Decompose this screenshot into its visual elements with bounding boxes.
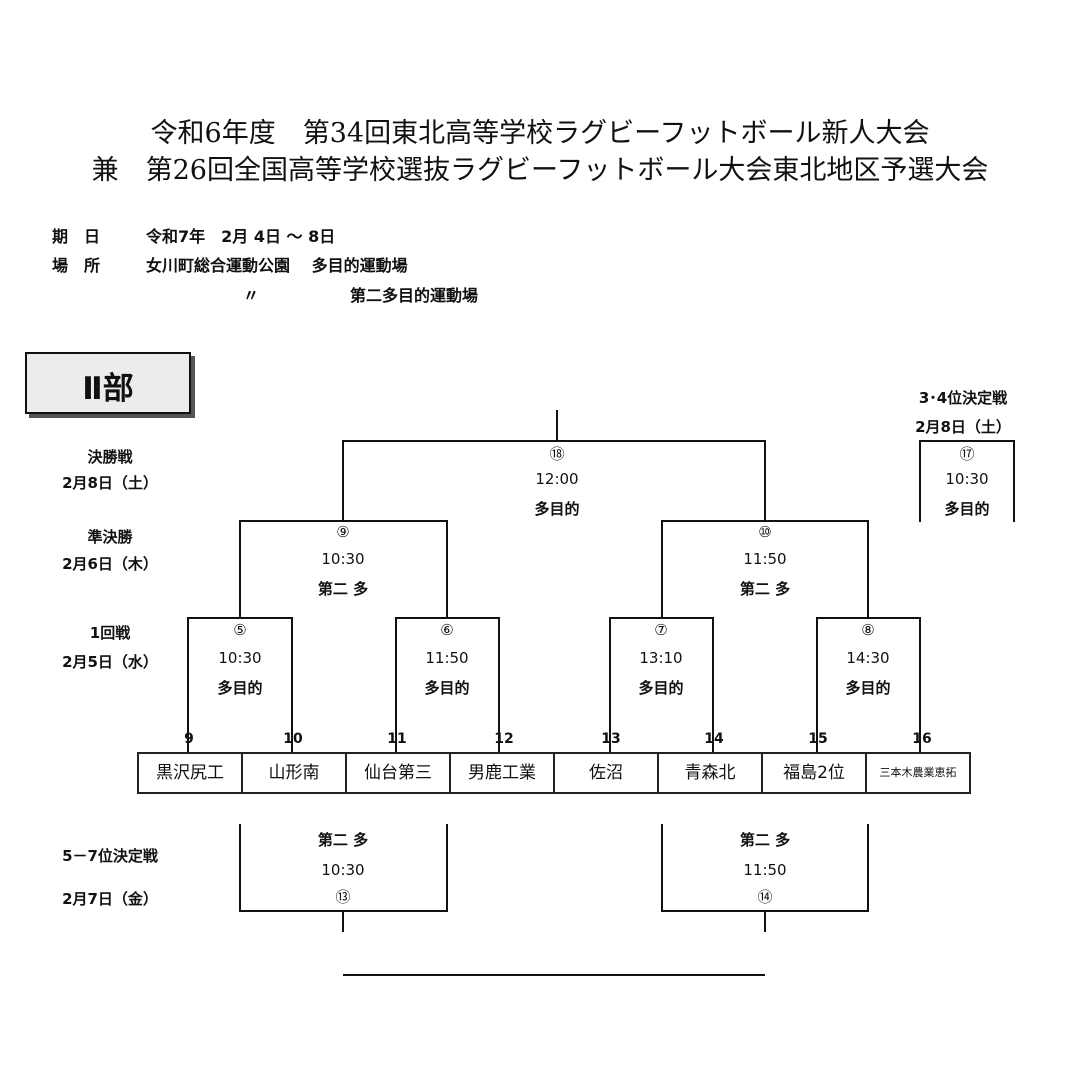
game-18-number: ⑱ — [549, 445, 565, 463]
game-8-time: 14:30 — [846, 649, 890, 667]
placing34-round-date: 2月8日（土） — [915, 418, 1011, 436]
seed-number: 9 — [184, 731, 194, 747]
team-cell: 三本木農業恵拓 — [879, 766, 957, 779]
game-6-number: ⑥ — [440, 621, 454, 639]
game-17-venue: 多目的 — [944, 500, 990, 518]
team-cell: 男鹿工業 — [451, 754, 555, 792]
seed-number: 10 — [283, 731, 303, 747]
game-13-number: ⑬ — [335, 888, 351, 906]
game-8-number: ⑧ — [861, 621, 875, 639]
game-8-venue: 多目的 — [845, 679, 891, 697]
venue-ditto: 〃 — [243, 286, 260, 305]
team-cell: 仙台第三 — [347, 754, 451, 792]
semi-9-bracket — [239, 520, 448, 618]
game-8-bracket — [816, 617, 921, 752]
game-13-time: 10:30 — [321, 861, 365, 879]
team-cell: 青森北 — [659, 754, 763, 792]
seed-number: 16 — [912, 731, 932, 747]
title-line-2: 兼 第26回全国高等学校選抜ラグビーフットボール大会東北地区予選大会 — [91, 155, 989, 186]
team-cell: 山形南 — [243, 754, 347, 792]
game-6-bracket — [395, 617, 500, 752]
game-13-venue: 第二 多 — [317, 831, 369, 849]
game-10-venue: 第二 多 — [739, 580, 791, 598]
seed-number: 14 — [704, 731, 724, 747]
game-7-venue: 多目的 — [638, 679, 684, 697]
game-10-number: ⑩ — [758, 523, 772, 541]
game-6-time: 11:50 — [425, 649, 469, 667]
game-18-venue: 多目的 — [534, 500, 580, 518]
game-14-time: 11:50 — [743, 861, 787, 879]
team-cell: 黒沢尻工 — [139, 754, 243, 792]
semi-10-bracket — [661, 520, 869, 618]
game-6-venue: 多目的 — [424, 679, 470, 697]
division-label: Ⅱ部 — [82, 371, 134, 407]
game-9-venue: 第二 多 — [317, 580, 369, 598]
game-5-number: ⑤ — [233, 621, 247, 639]
seed-number: 15 — [808, 731, 828, 747]
game-7-bracket — [609, 617, 714, 752]
final-round-date: 2月8日（土） — [62, 474, 158, 492]
venue-value-2: 第二多目的運動場 — [350, 286, 479, 305]
game-5-bracket — [187, 617, 293, 752]
seed-number: 13 — [601, 731, 621, 747]
game-10-time: 11:50 — [743, 550, 787, 568]
seed-number: 11 — [387, 731, 407, 747]
team-cell: 福島2位 — [763, 754, 867, 792]
game-5-venue: 多目的 — [217, 679, 263, 697]
team-row: 黒沢尻工 山形南 仙台第三 男鹿工業 佐沼 青森北 福島2位 三本木農業恵拓 — [137, 752, 971, 794]
date-label: 期 日 — [52, 227, 101, 246]
seed-number: 12 — [494, 731, 514, 747]
game-17-number: ⑰ — [959, 445, 975, 463]
game-5-time: 10:30 — [218, 649, 262, 667]
venue-label: 場 所 — [52, 256, 101, 275]
game-14-number: ⑭ — [757, 888, 773, 906]
placing34-round-name: 3･4位決定戦 — [918, 389, 1008, 407]
game-17-time: 10:30 — [945, 470, 989, 488]
venue-value: 女川町総合運動公園 多目的運動場 — [146, 256, 408, 275]
game-9-time: 10:30 — [321, 550, 365, 568]
placing57-round-name: 5－7位決定戦 — [62, 847, 158, 865]
semi-round-date: 2月6日（木） — [62, 555, 158, 573]
team-cell: 佐沼 — [555, 754, 659, 792]
title-line-1: 令和6年度 第34回東北高等学校ラグビーフットボール新人大会 — [150, 118, 930, 149]
game-9-number: ⑨ — [336, 523, 350, 541]
semi-round-name: 準決勝 — [87, 528, 133, 546]
placing57-round-date: 2月7日（金） — [62, 890, 158, 908]
game-17-bracket — [919, 440, 1015, 522]
first-round-date: 2月5日（水） — [62, 653, 158, 671]
final-round-name: 決勝戦 — [87, 448, 133, 466]
division-box: Ⅱ部 — [25, 352, 191, 414]
game-7-time: 13:10 — [639, 649, 683, 667]
game-18-time: 12:00 — [535, 470, 579, 488]
date-value: 令和7年 2月 4日 ～ 8日 — [146, 227, 336, 246]
game-7-number: ⑦ — [654, 621, 668, 639]
first-round-name: 1回戦 — [89, 624, 131, 642]
game-14-venue: 第二 多 — [739, 831, 791, 849]
final-bracket — [342, 440, 766, 521]
